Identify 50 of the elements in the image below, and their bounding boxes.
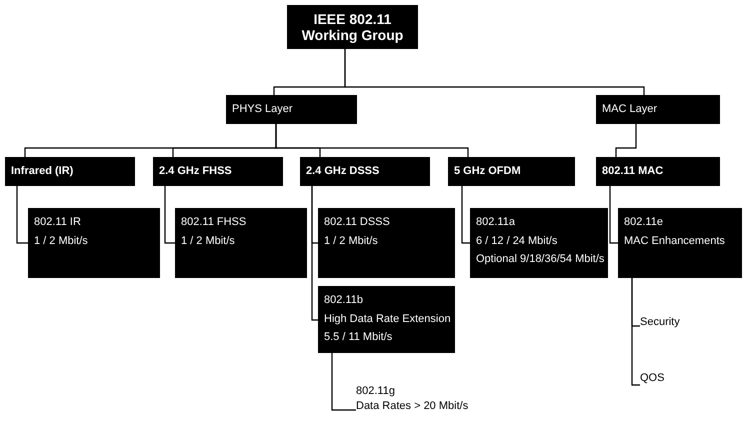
node-text: 2.4 GHz DSSS — [306, 165, 380, 178]
node-text: 802.11 DSSS — [324, 216, 390, 229]
layer-box — [596, 95, 720, 124]
node-text: 802.11e — [624, 216, 663, 229]
category-box — [448, 157, 575, 186]
category-box — [5, 157, 135, 186]
connector-line — [631, 278, 640, 386]
connector-line — [164, 186, 175, 244]
node-text: MAC Layer — [602, 103, 658, 116]
node-text: 802.11 FHSS — [181, 216, 246, 229]
node-text: MAC Enhancements — [624, 234, 725, 248]
connector-line — [331, 353, 356, 411]
connector-line — [615, 124, 637, 157]
node-text: PHYS Layer — [232, 103, 293, 116]
node-text: 802.11a — [476, 216, 515, 229]
standard-box — [618, 208, 742, 278]
node-text: 5.5 / 11 Mbit/s — [324, 331, 392, 344]
node-text: 802.11g — [356, 385, 395, 398]
connector-line — [16, 186, 28, 244]
node-text: Security — [640, 316, 680, 328]
standard-box — [318, 286, 455, 353]
node-text: 1 / 2 Mbit/s — [34, 234, 88, 248]
node-text: IEEE 802.11 Working Group — [300, 10, 404, 44]
node-text: Data Rates > 20 Mbit/s — [356, 400, 468, 413]
category-box — [300, 157, 430, 186]
title-box — [287, 5, 418, 49]
category-box — [153, 157, 283, 186]
node-text: 2.4 GHz FHSS — [159, 165, 232, 178]
node-text: Infrared (IR) — [11, 165, 74, 178]
node-text: 5 GHz OFDM — [454, 165, 521, 178]
node-text: 1 / 2 Mbit/s — [324, 234, 378, 248]
node-text: Optional 9/18/36/54 Mbit/s — [476, 253, 604, 266]
connector-line — [344, 49, 645, 95]
connector-line — [461, 186, 470, 244]
node-text: 802.11 IR — [34, 216, 81, 229]
standard-box — [470, 208, 608, 278]
node-text: 1 / 2 Mbit/s — [181, 234, 235, 248]
node-text: 802.11b — [324, 294, 363, 307]
standard-box — [318, 208, 455, 278]
layer-box — [226, 95, 357, 124]
node-text: 802.11 MAC — [602, 165, 664, 178]
node-text: QOS — [640, 372, 664, 384]
connector-line — [311, 186, 318, 321]
node-text: 6 / 12 / 24 Mbit/s — [476, 234, 558, 248]
standard-box — [175, 208, 307, 278]
connector-line — [275, 124, 469, 157]
category-box — [596, 157, 720, 186]
connector-line — [609, 186, 618, 244]
standard-box — [28, 208, 160, 278]
node-text: High Data Rate Extension — [324, 312, 451, 326]
